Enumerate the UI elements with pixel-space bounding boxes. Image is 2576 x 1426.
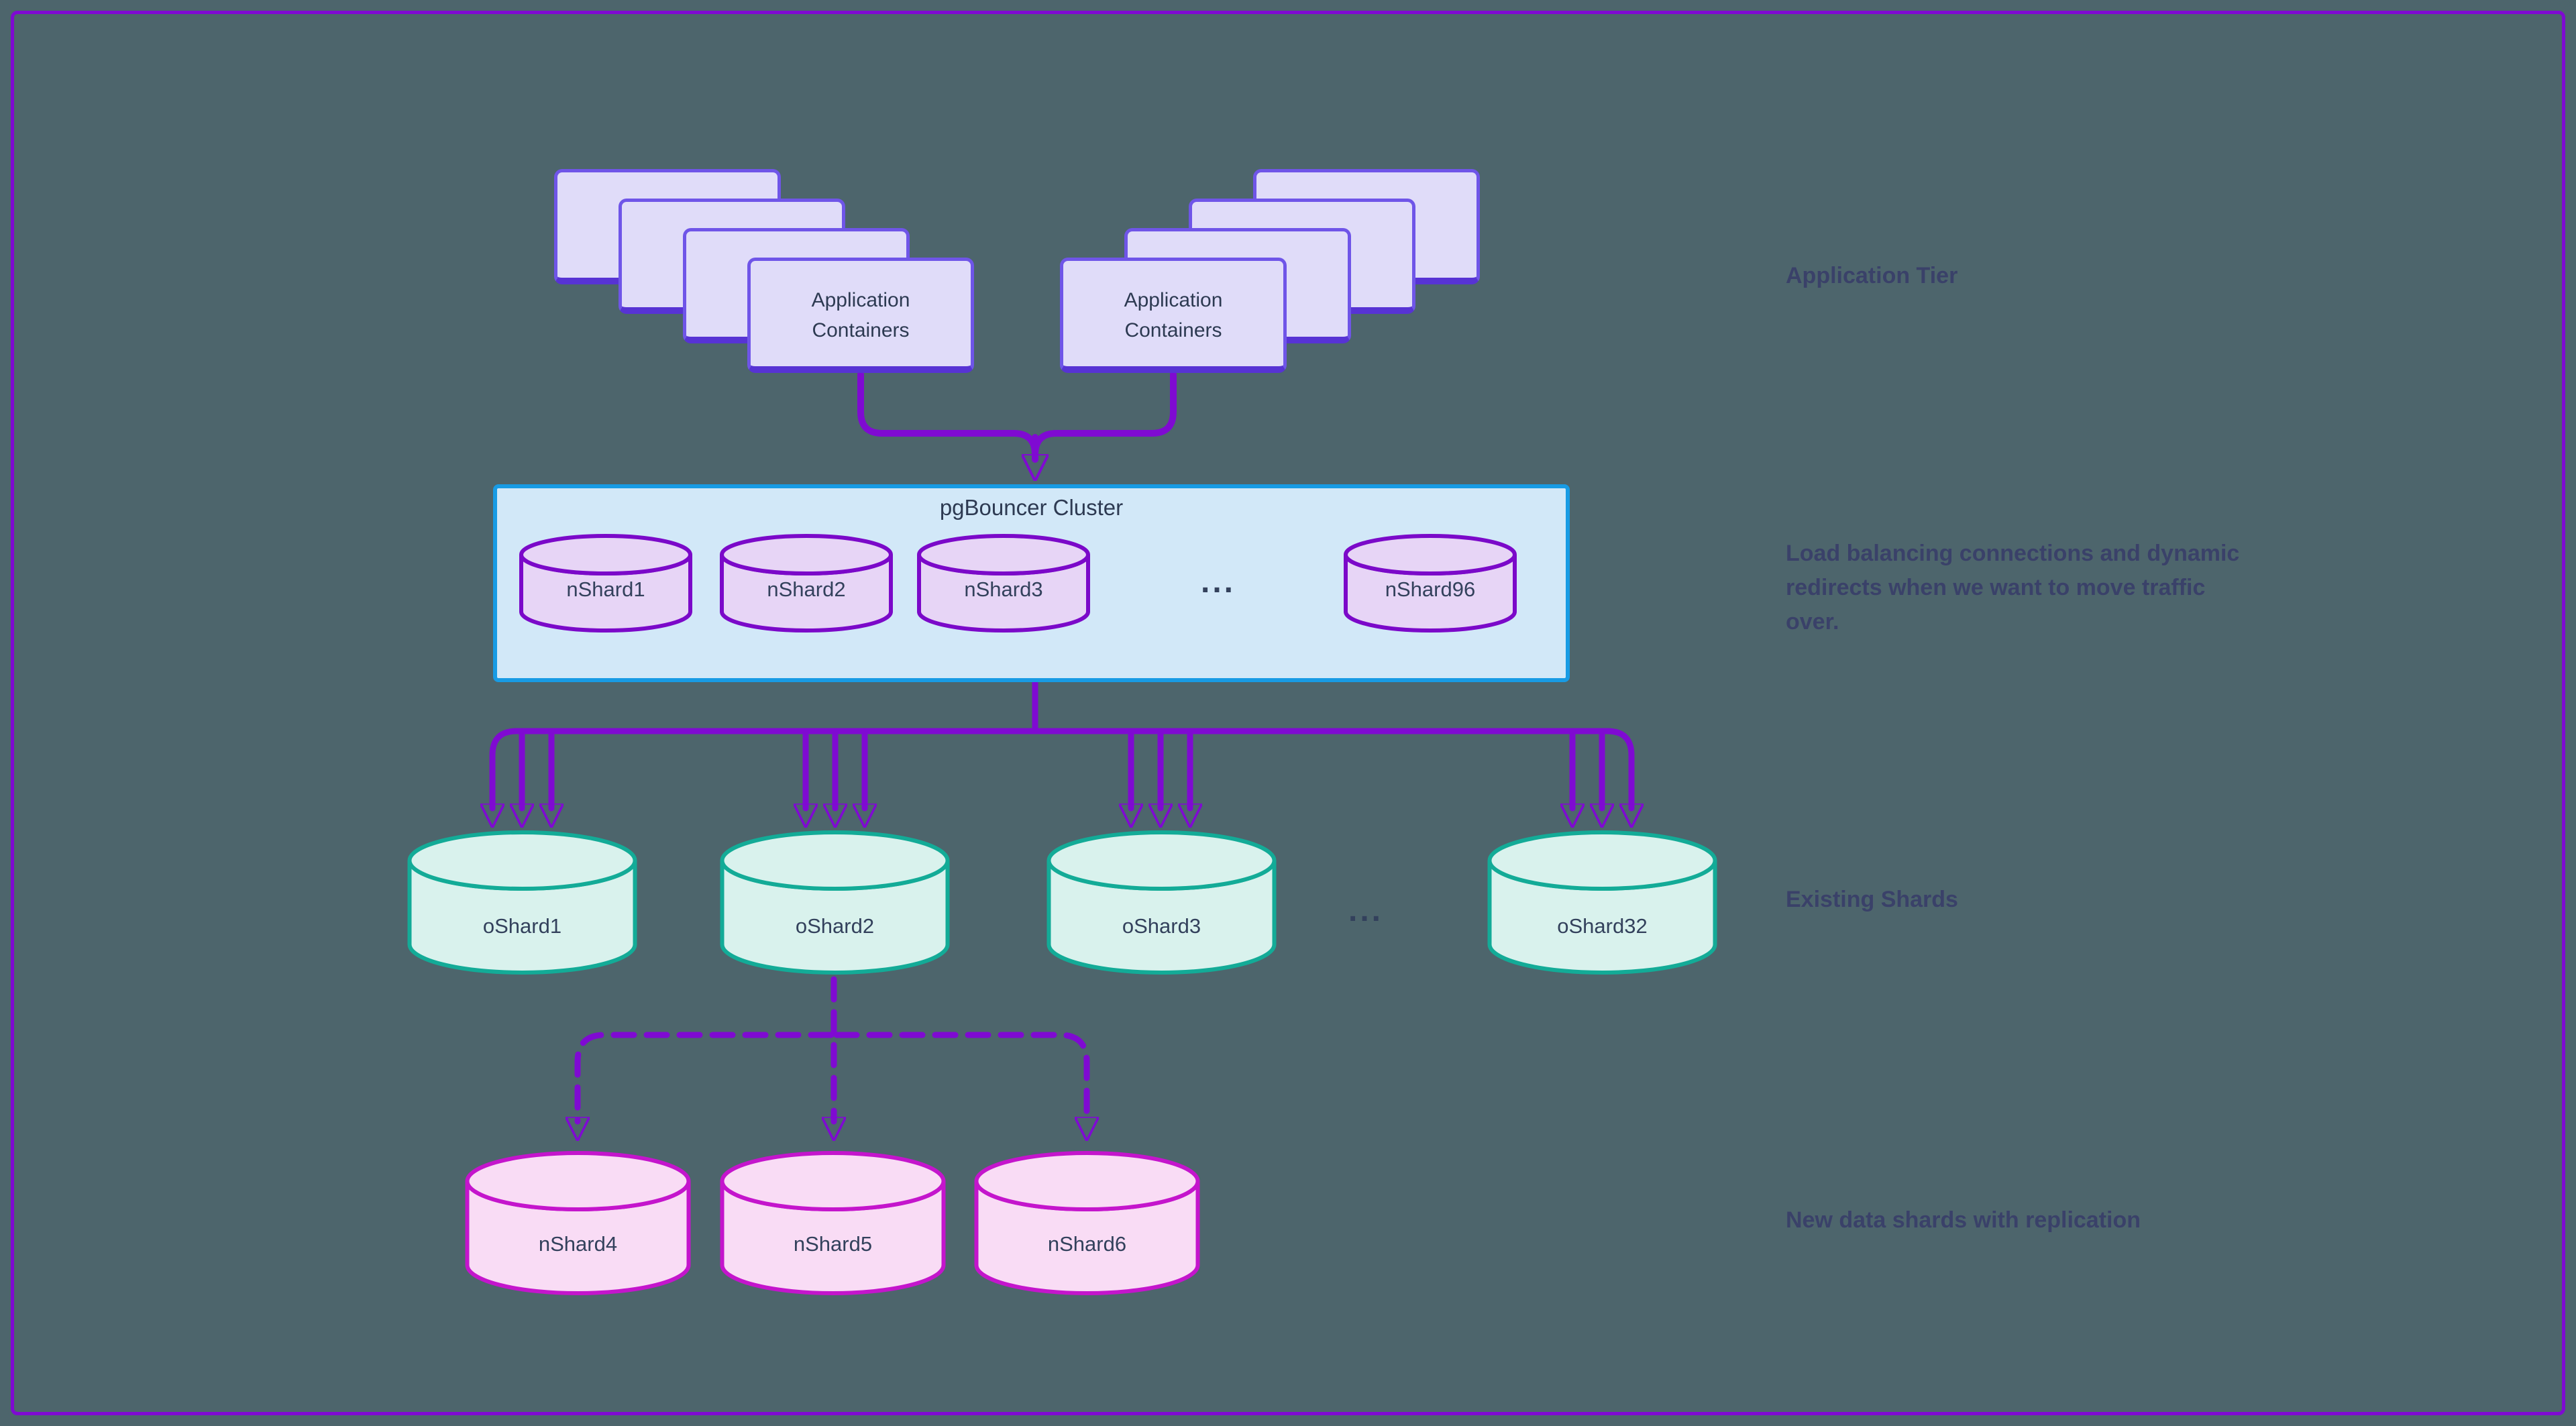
database-cylinder-icon <box>917 534 1090 633</box>
shard-label: nShard96 <box>1385 578 1476 601</box>
nshard5-cylinder: nShard5 <box>720 1150 946 1298</box>
pgbouncer-ellipsis: ... <box>1200 564 1236 600</box>
shard-label: nShard4 <box>538 1232 618 1256</box>
shard-label: nShard6 <box>1047 1232 1127 1256</box>
nshard6-cylinder: nShard6 <box>974 1150 1200 1298</box>
database-cylinder-icon <box>720 1151 946 1295</box>
nshard96-cylinder: nShard96 <box>1344 534 1517 633</box>
nshard2-cylinder: nShard2 <box>720 534 893 633</box>
database-cylinder-icon <box>720 830 950 975</box>
database-cylinder-icon <box>465 1151 691 1295</box>
shard-label: oShard32 <box>1557 914 1648 938</box>
existing-shards-ellipsis: ... <box>1348 893 1383 928</box>
nshard3-cylinder: nShard3 <box>917 534 1090 633</box>
nshard1-cylinder: nShard1 <box>519 534 692 633</box>
database-cylinder-icon <box>974 1151 1200 1295</box>
diagram-frame-border <box>11 11 2565 1415</box>
annotation-load-balancing: Load balancing connections and dynamic r… <box>1786 541 2240 635</box>
database-cylinder-icon <box>1344 534 1517 633</box>
shard-label: oShard3 <box>1122 914 1201 938</box>
database-cylinder-icon <box>1046 830 1277 975</box>
database-cylinder-icon <box>1487 830 1717 975</box>
oshard2-cylinder: oShard2 <box>720 830 950 977</box>
database-cylinder-icon <box>407 830 637 975</box>
database-cylinder-icon <box>720 534 893 633</box>
shard-label: nShard2 <box>767 578 846 601</box>
shard-label: nShard3 <box>964 578 1043 601</box>
shard-label: oShard1 <box>482 914 562 938</box>
annotation-new-shards: New data shards with replication <box>1786 1207 2141 1233</box>
app-container-label: Application Containers <box>1124 289 1223 341</box>
app-container-card-front: Application Containers <box>1060 258 1287 373</box>
app-container-label: Application Containers <box>811 289 910 341</box>
oshard3-cylinder: oShard3 <box>1046 830 1277 977</box>
shard-label: nShard5 <box>793 1232 873 1256</box>
nshard4-cylinder: nShard4 <box>465 1150 691 1298</box>
shard-label: oShard2 <box>795 914 875 938</box>
oshard1-cylinder: oShard1 <box>407 830 637 977</box>
app-container-card-front: Application Containers <box>747 258 974 373</box>
oshard32-cylinder: oShard32 <box>1487 830 1717 977</box>
database-cylinder-icon <box>519 534 692 633</box>
pgbouncer-cluster-title: pgBouncer Cluster <box>939 495 1124 520</box>
annotation-application-tier: Application Tier <box>1786 263 1958 288</box>
shard-label: nShard1 <box>566 578 645 601</box>
annotation-existing-shards: Existing Shards <box>1786 887 1958 912</box>
